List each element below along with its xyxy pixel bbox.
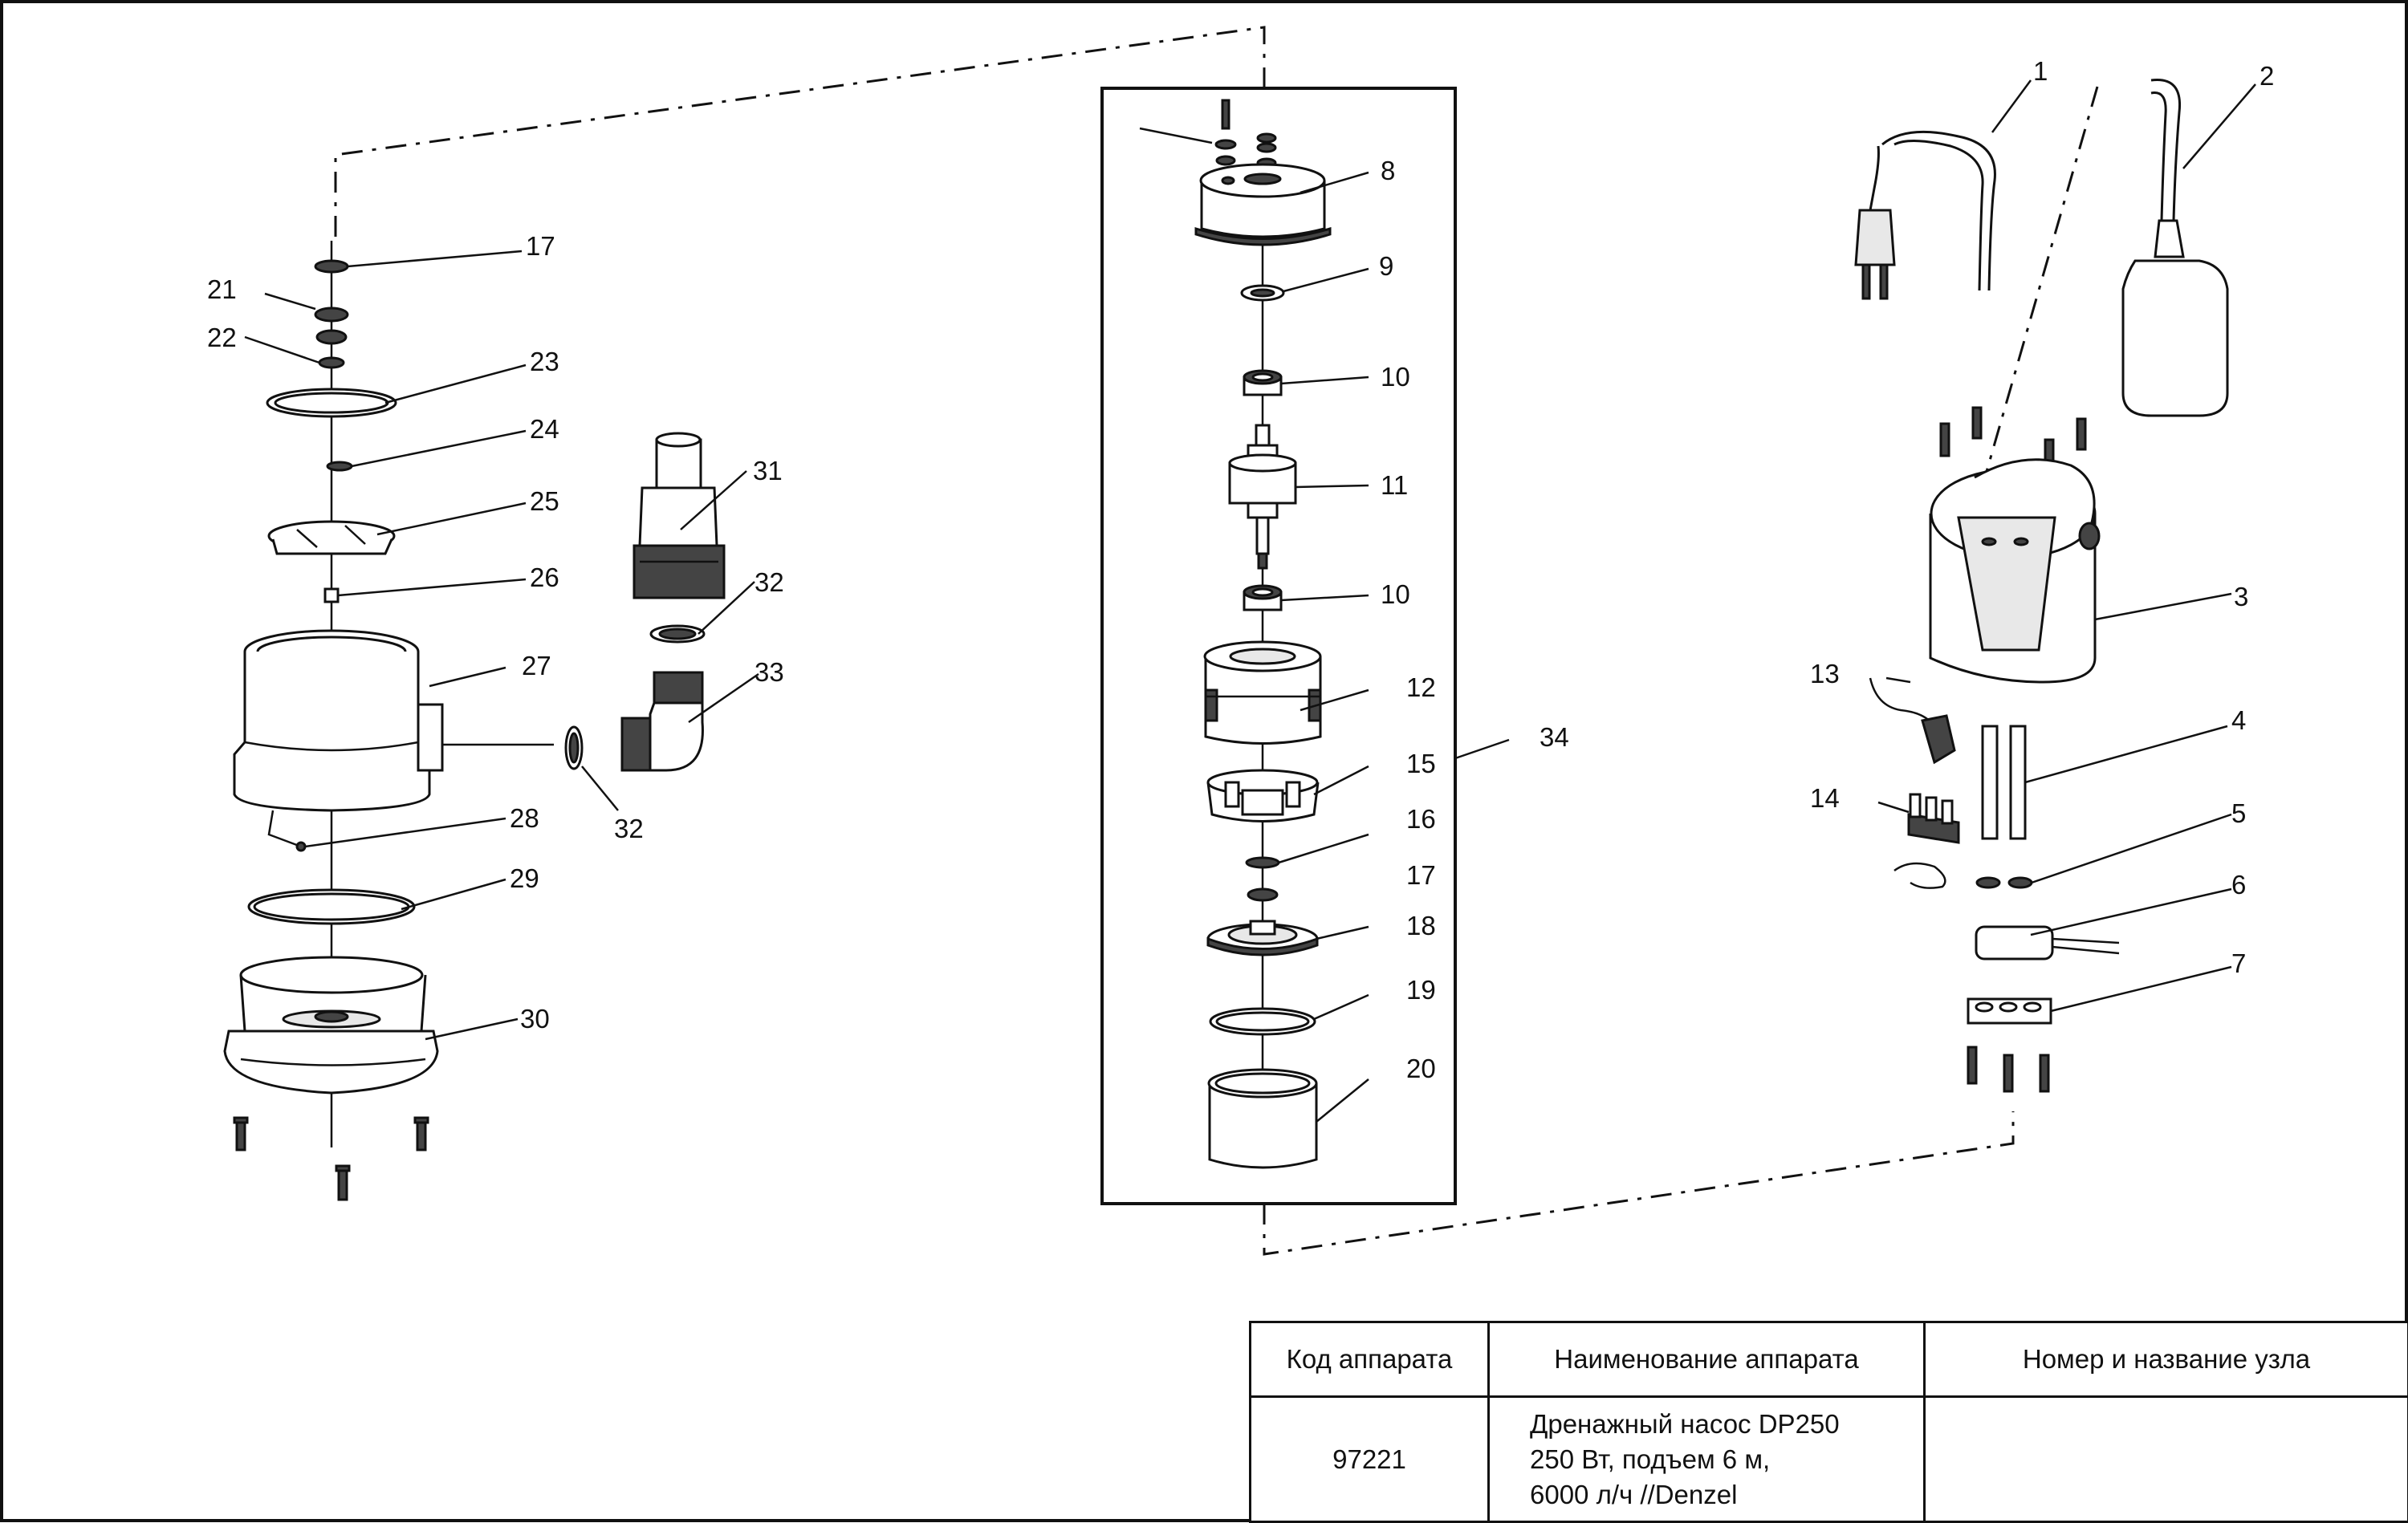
- part-32-o-ring-side: [566, 727, 582, 769]
- part-10-bearing-lower: [1244, 586, 1281, 610]
- part-17-nut: [315, 261, 348, 272]
- callout-1: 1: [2033, 56, 2048, 86]
- part-4-insulating-sleeves: [1983, 726, 2025, 839]
- callout-19: 19: [1406, 975, 1436, 1005]
- callout-7: 7: [2231, 948, 2246, 978]
- callout-20: 20: [1406, 1054, 1436, 1083]
- callout-28: 28: [510, 803, 539, 833]
- callout-30: 30: [520, 1004, 550, 1034]
- callout-31: 31: [753, 456, 783, 485]
- header-device-code: Код аппарата: [1251, 1322, 1489, 1397]
- header-unit-name: Номер и название узла: [1925, 1322, 2408, 1397]
- callout-18: 18: [1406, 911, 1436, 940]
- part-29-o-ring: [249, 890, 414, 924]
- callout-14: 14: [1810, 783, 1840, 813]
- part-31-outlet-nozzle: [634, 433, 724, 598]
- callout-17-left: 17: [526, 231, 555, 261]
- part-24-washer: [327, 462, 352, 470]
- callout-5: 5: [2231, 798, 2246, 828]
- callout-25: 25: [530, 486, 559, 516]
- part-32-o-ring-upper: [651, 626, 704, 642]
- part-22-washer: [319, 358, 344, 368]
- device-name-line-2: 250 Вт, подъем 6 м,: [1530, 1442, 1915, 1477]
- part-26-bushing: [325, 589, 338, 602]
- callout-26: 26: [530, 562, 559, 592]
- callout-8: 8: [1381, 156, 1395, 185]
- callout-32-upper: 32: [755, 567, 784, 597]
- callout-4: 4: [2231, 705, 2246, 735]
- part-18-seal-plate: [1208, 921, 1317, 955]
- header-device-name: Наименование аппарата: [1489, 1322, 1925, 1397]
- callout-3: 3: [2234, 582, 2248, 611]
- callout-13: 13: [1810, 659, 1840, 688]
- callout-6: 6: [2231, 870, 2246, 900]
- part-13-cable-clamp: [1870, 678, 1954, 762]
- device-code-value: 97221: [1251, 1397, 1489, 1522]
- part-15-bracket: [1208, 770, 1318, 822]
- part-7-capacitor-bracket: [1968, 999, 2051, 1023]
- callout-11: 11: [1381, 470, 1408, 500]
- motor-assembly-frame-34: [1102, 88, 1509, 1204]
- part-25-impeller: [269, 522, 394, 554]
- callout-10-upper: 10: [1381, 362, 1410, 392]
- callout-21: 21: [207, 274, 237, 304]
- part-2-float-switch: [2123, 80, 2227, 416]
- part-12-stator: [1205, 642, 1320, 744]
- part-1-power-cord: [1856, 132, 1995, 299]
- callout-34: 34: [1540, 722, 1569, 752]
- part-10-bearing-upper: [1244, 371, 1281, 395]
- callout-33: 33: [755, 657, 784, 687]
- part-3-motor-housing: [1930, 460, 2099, 682]
- part-5-terminals: [1977, 878, 2032, 887]
- callout-12: 12: [1406, 672, 1436, 702]
- callout-15: 15: [1406, 749, 1436, 778]
- part-16-seal: [1247, 858, 1279, 867]
- callout-2: 2: [2260, 61, 2274, 91]
- part-27-pump-casing: [234, 631, 554, 851]
- callout-9: 9: [1379, 251, 1393, 281]
- housing-assembly: [225, 241, 759, 1200]
- callout-10-lower: 10: [1381, 579, 1410, 609]
- callout-27: 27: [522, 651, 551, 680]
- device-name-line-1: Дренажный насос DP250: [1530, 1407, 1915, 1442]
- callout-29: 29: [510, 863, 539, 893]
- part-11-rotor: [1230, 425, 1296, 568]
- device-name-value: Дренажный насос DP250 250 Вт, подъем 6 м…: [1489, 1397, 1925, 1522]
- title-block: Код аппарата Наименование аппарата Номер…: [1249, 1321, 2408, 1523]
- part-9-washer: [1242, 286, 1283, 300]
- part-8-motor-cover: [1196, 164, 1330, 245]
- callout-23: 23: [530, 347, 559, 376]
- callout-16: 16: [1406, 804, 1436, 834]
- unit-name-value: [1925, 1397, 2408, 1522]
- motor-leader-lines: [1279, 173, 1509, 1122]
- callout-17-center: 17: [1406, 860, 1436, 890]
- device-name-line-3: 6000 л/ч //Denzel: [1530, 1477, 1915, 1513]
- part-19-o-ring: [1210, 1009, 1315, 1034]
- part-17-seal: [1248, 889, 1277, 900]
- callout-24: 24: [530, 414, 559, 444]
- part-23-ring: [267, 389, 396, 416]
- part-14-terminal-block: [1894, 794, 1959, 888]
- callout-22: 22: [207, 323, 237, 352]
- callout-32-lower: 32: [614, 814, 644, 843]
- bracket-screws: [1968, 1047, 2048, 1091]
- part-30-base: [225, 957, 437, 1093]
- part-20-cup: [1209, 1070, 1316, 1168]
